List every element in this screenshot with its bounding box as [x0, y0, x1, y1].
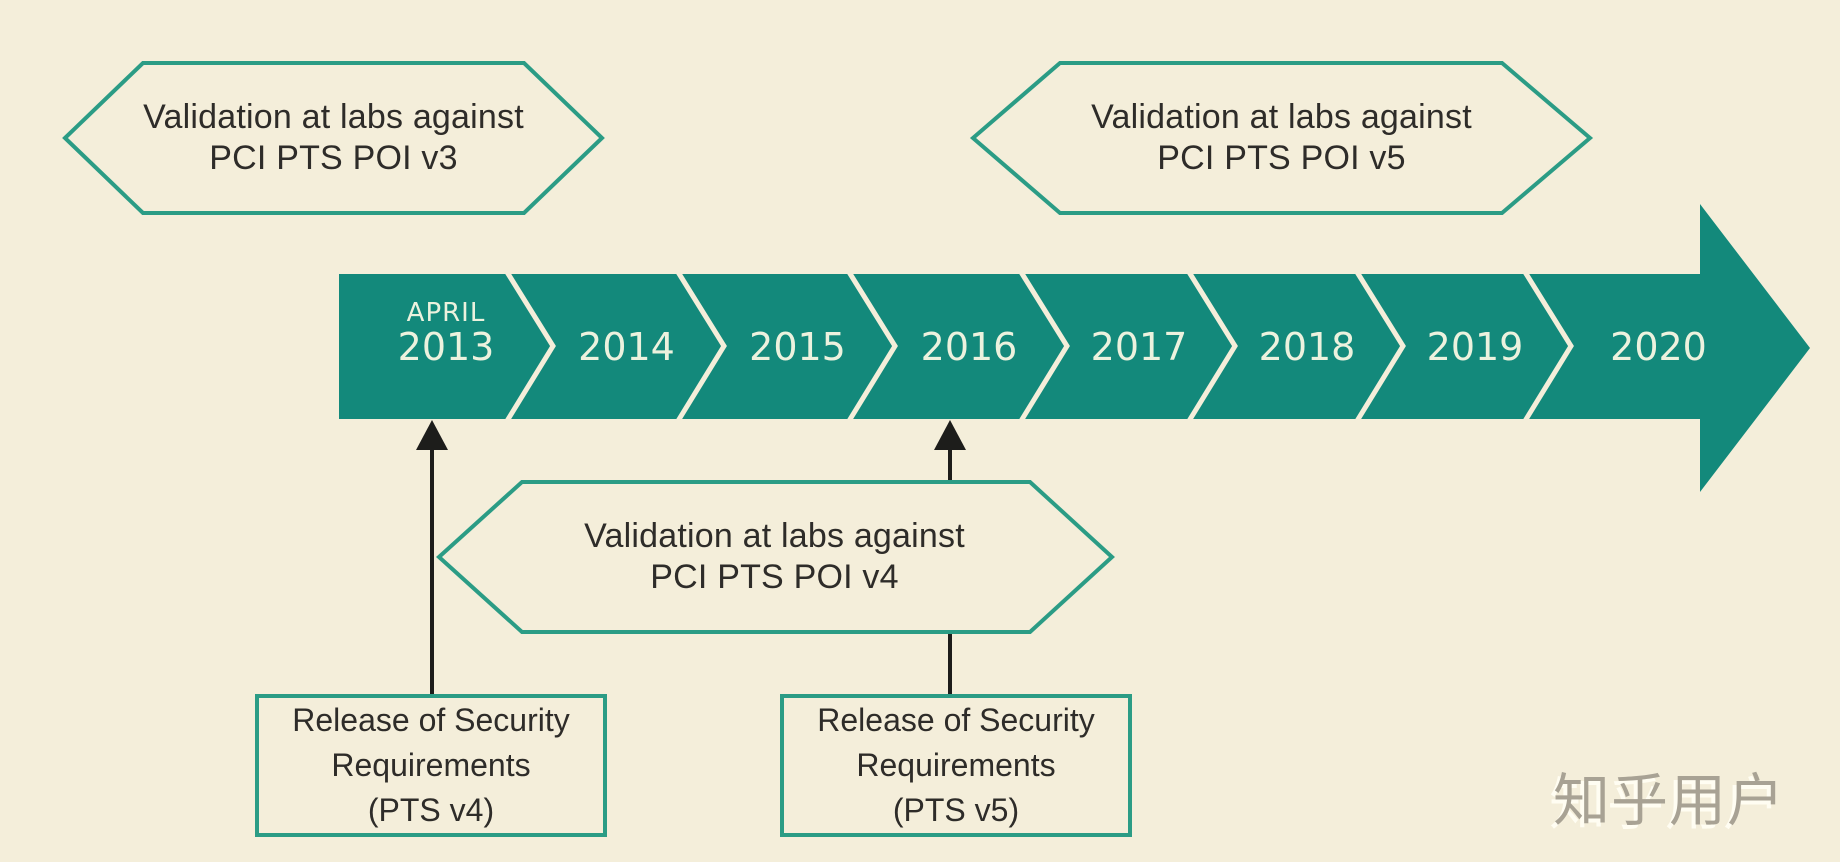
hexagon-v3-line2: PCI PTS POI v3 — [209, 139, 458, 177]
hexagon-v4-shape — [436, 480, 1115, 634]
release-box-pts-v4-shape — [255, 694, 607, 837]
hexagon-v5-shape — [969, 61, 1594, 215]
up-arrowhead-icon — [934, 420, 966, 450]
chevron-separator-icon — [1522, 270, 1574, 423]
timeline-year-label: 2013 — [397, 324, 495, 369]
release-box-line2: Requirements — [856, 747, 1056, 783]
chevron-separator-icon — [675, 270, 727, 423]
up-arrowhead-icon — [416, 420, 448, 450]
chevron-separator-icon — [1186, 270, 1238, 423]
hexagon-v5-line1: Validation at labs against — [1091, 98, 1472, 136]
chevron-separators — [504, 270, 1574, 423]
timeline-year-label: 2018 — [1258, 324, 1356, 369]
timeline-segment-2019: 2019 — [1403, 274, 1571, 419]
chevron-separator-icon — [846, 270, 898, 423]
timeline-segment-2020: 2020 — [1571, 274, 1746, 419]
chevron-separator-icon — [1018, 270, 1070, 423]
zhihu-user-watermark: 知乎用户 — [1553, 768, 1785, 834]
hexagon-v3-line1: Validation at labs against — [143, 98, 524, 136]
release-box-pts-v5: Release of Security Requirements (PTS v5… — [782, 696, 1130, 835]
timeline-year-label: 2015 — [749, 324, 846, 369]
hexagon-v4-line1: Validation at labs against — [584, 517, 965, 555]
release-box-line1: Release of Security — [817, 702, 1095, 738]
timeline-year-label: 2017 — [1090, 324, 1188, 369]
timeline-year-label: 2014 — [578, 324, 675, 369]
timeline-segment-2017: 2017 — [1067, 274, 1235, 419]
release-box-line3: (PTS v5) — [892, 792, 1020, 828]
release-box-line1: Release of Security — [292, 702, 570, 738]
hexagon-callout-v3: Validation at labs against PCI PTS POI v… — [65, 63, 602, 213]
timeline-year-label: 2020 — [1610, 324, 1707, 369]
timeline-segment-2013: APRIL 2013 — [339, 274, 553, 419]
timeline-month-label: APRIL — [406, 297, 486, 328]
timeline-segment-2018: 2018 — [1235, 274, 1403, 419]
hexagon-callout-v4: Validation at labs against PCI PTS POI v… — [439, 482, 1110, 632]
release-box-line2: Requirements — [331, 747, 531, 783]
hexagon-v3-shape — [62, 61, 605, 215]
hexagon-callout-v5: Validation at labs against PCI PTS POI v… — [973, 63, 1590, 213]
release-box-pts-v5-shape — [780, 694, 1132, 837]
release-box-pts-v4: Release of Security Requirements (PTS v4… — [257, 696, 605, 835]
timeline-year-label: 2016 — [920, 324, 1018, 369]
timeline-segment-2016: 2016 — [895, 274, 1067, 419]
hexagon-v4-line2: PCI PTS POI v4 — [650, 558, 899, 596]
timeline-arrow-band — [339, 204, 1810, 492]
chevron-separator-icon — [504, 270, 556, 423]
timeline-segment-2015: 2015 — [724, 274, 895, 419]
timeline-year-label: 2019 — [1426, 324, 1524, 369]
timeline-segment-2014: 2014 — [553, 274, 724, 419]
release-box-line3: (PTS v4) — [367, 792, 495, 828]
chevron-separator-icon — [1354, 270, 1406, 423]
hexagon-v5-line2: PCI PTS POI v5 — [1157, 139, 1406, 177]
